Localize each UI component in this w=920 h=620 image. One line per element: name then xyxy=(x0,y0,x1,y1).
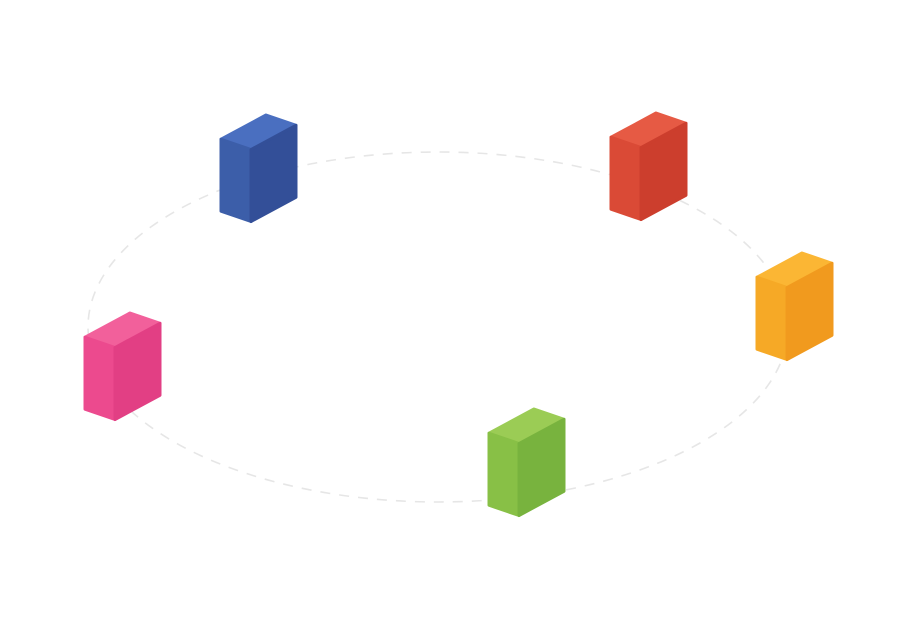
blue-cube-front-face xyxy=(249,123,298,224)
green-cube xyxy=(487,407,566,518)
orange-cube xyxy=(755,251,834,362)
orbit-ring xyxy=(87,151,789,503)
pink-cube xyxy=(83,311,162,422)
blue-cube xyxy=(219,113,298,224)
blue-cube-left-face xyxy=(219,137,253,224)
red-cube-front-face xyxy=(639,121,688,222)
cube-group xyxy=(83,111,834,518)
red-cube xyxy=(609,111,688,222)
orange-cube-left-face xyxy=(755,275,789,362)
orange-cube-front-face xyxy=(785,261,834,362)
green-cube-front-face xyxy=(517,417,566,518)
pink-cube-front-face xyxy=(113,321,162,422)
pink-cube-left-face xyxy=(83,335,117,422)
red-cube-left-face xyxy=(609,135,643,222)
green-cube-left-face xyxy=(487,431,521,518)
